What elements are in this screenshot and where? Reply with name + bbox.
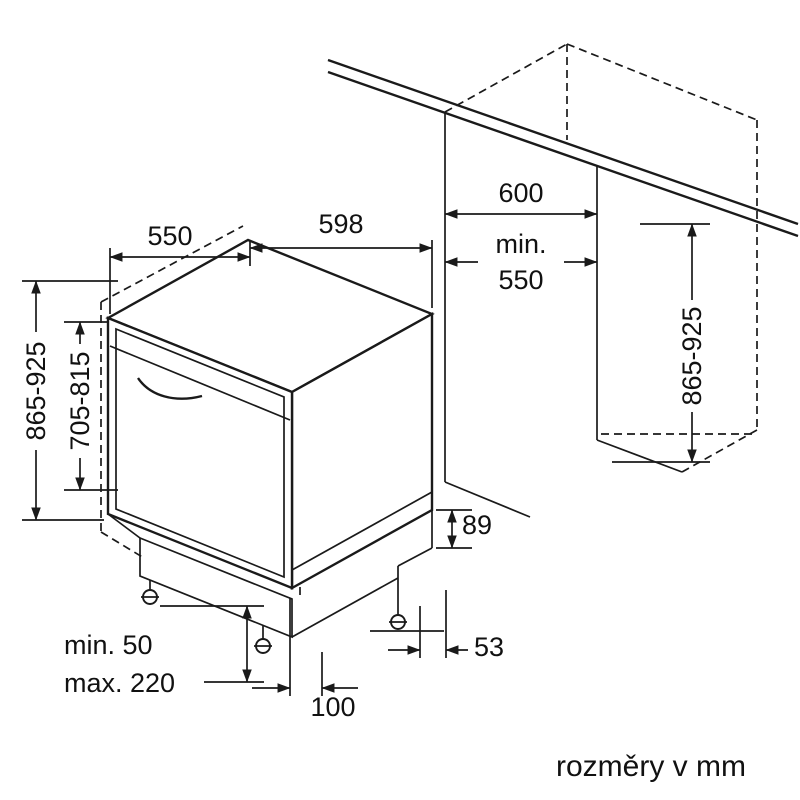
niche-bottom-back-edge (681, 429, 758, 473)
unit-dashed-top (100, 225, 244, 303)
dim-niche-height: 865-925 (612, 223, 710, 463)
niche-top-back-edge (566, 43, 758, 121)
dim-niche-depth: 600 (444, 178, 598, 219)
dim-label-niche-min-value: 550 (498, 265, 543, 295)
dim-label-plinth-min: min. 50 (64, 630, 153, 660)
control-panel-edge (109, 345, 291, 421)
dim-label-niche-height: 865-925 (677, 306, 707, 405)
dim-label-plinth-max: max. 220 (64, 668, 175, 698)
countertop (327, 58, 799, 238)
dim-plinth-adjustment: min. 50 max. 220 (64, 605, 264, 698)
dim-niche-width: min. 550 (444, 229, 598, 295)
dim-top-width: 598 (249, 209, 433, 308)
dim-front-offset: 100 (252, 598, 358, 722)
niche-floor-rear (596, 439, 683, 473)
dim-unit-height: 865-925 (21, 280, 118, 521)
dim-label-top-depth: 550 (147, 221, 192, 251)
dim-door-height: 705-815 (64, 321, 118, 491)
side-bottom-strip (291, 491, 433, 571)
dim-label-niche-min: min. (495, 229, 546, 259)
niche-floor-front (444, 481, 531, 518)
dim-label-front-offset: 100 (310, 692, 355, 722)
door-inner-outline (115, 327, 285, 579)
dishwasher (100, 225, 444, 654)
dim-label-door-height: 705-815 (65, 351, 95, 450)
dim-label-niche-depth: 600 (498, 178, 543, 208)
door-handle (137, 377, 203, 400)
unit-dashed-bottom (100, 531, 145, 559)
niche-top-left-edge (444, 43, 568, 113)
dim-label-top-width: 598 (318, 209, 363, 239)
dim-label-base-rear-height: 89 (462, 510, 492, 540)
caption: rozměry v mm (556, 750, 746, 783)
dim-label-unit-height: 865-925 (21, 341, 51, 440)
door-face (106, 316, 294, 590)
cabinet-niche (444, 43, 758, 518)
dim-rear-offset: 53 (388, 590, 504, 662)
base-plinth (107, 510, 444, 654)
dim-base-rear-height: 89 (436, 509, 492, 549)
dim-label-rear-offset: 53 (474, 632, 504, 662)
